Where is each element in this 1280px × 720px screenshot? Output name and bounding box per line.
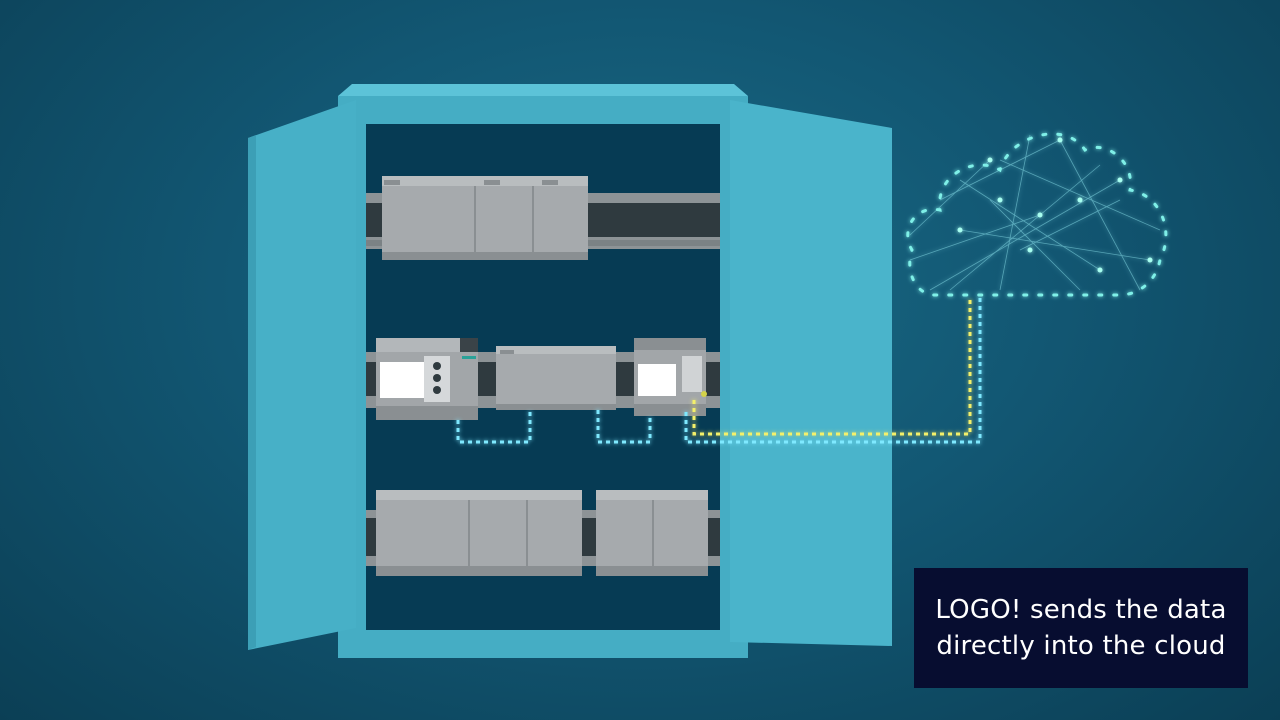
plc-module: [382, 176, 588, 260]
logo-main-module: [376, 338, 478, 420]
io-module-large: [376, 490, 582, 576]
cabinet-left-door: [248, 100, 356, 650]
caption-text: LOGO! sends the data directly into the c…: [935, 592, 1226, 664]
expansion-module: [496, 346, 616, 410]
caption-line-1: LOGO! sends the data: [935, 595, 1227, 625]
rail-row-3: [366, 490, 720, 576]
network-links: [456, 296, 982, 444]
cabinet-right-door: [730, 100, 892, 646]
io-module-small: [596, 490, 708, 576]
logo-cloud-module: [634, 338, 707, 416]
subtitle-caption: LOGO! sends the data directly into the c…: [914, 568, 1248, 688]
rail-row-2: [366, 338, 720, 420]
rail-row-1: [366, 176, 720, 260]
cloud-network-icon: [906, 132, 1168, 297]
caption-line-2: directly into the cloud: [936, 631, 1226, 661]
